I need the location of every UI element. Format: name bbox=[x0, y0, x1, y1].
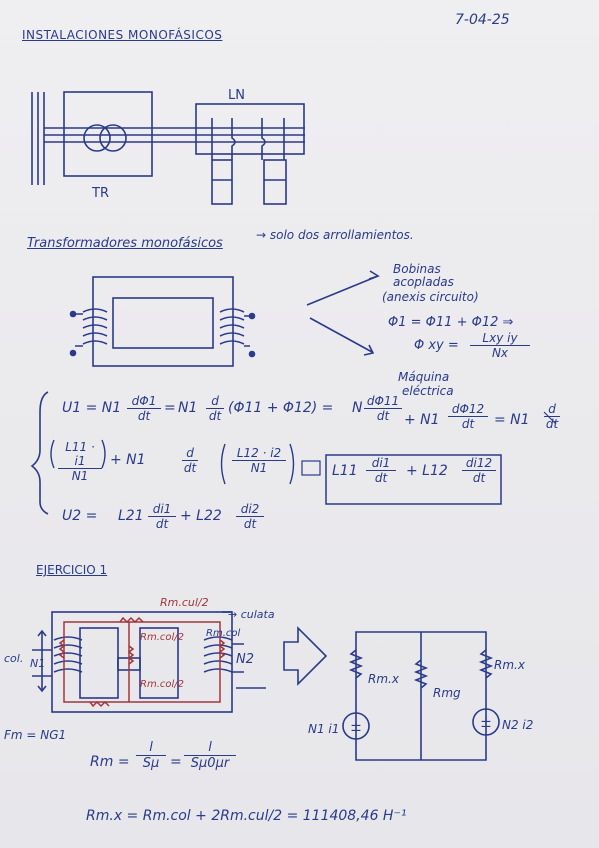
di2-frac: di2 dt bbox=[236, 502, 264, 531]
dphi12-den: dt bbox=[461, 417, 475, 431]
maquina-line-2: eléctrica bbox=[402, 384, 454, 398]
di12-frac: di12 dt bbox=[462, 456, 496, 485]
dphi11-frac: dΦ11 dt bbox=[364, 394, 402, 423]
di12-den: dt bbox=[472, 471, 486, 485]
n-coef: N bbox=[352, 400, 363, 416]
rm-frac-1-num: l bbox=[136, 740, 166, 756]
n1-coil-label: N1 bbox=[30, 657, 46, 670]
date: 7-04-25 bbox=[455, 12, 510, 28]
plus-n1-term: + N1 bbox=[404, 412, 440, 428]
dt-den-1: dt bbox=[208, 409, 222, 423]
rm-formula-eq: = bbox=[170, 754, 182, 770]
rmx-final-equation: Rm.x = Rm.col + 2Rm.cul/2 = 111408,46 H⁻… bbox=[86, 808, 407, 824]
dt-den-2: dt bbox=[183, 461, 197, 475]
di1-num: di1 bbox=[366, 456, 396, 471]
d-dt-frac-end: d dt bbox=[544, 402, 560, 431]
col-label: col. bbox=[4, 652, 24, 665]
eq-n1-end: = N1 bbox=[494, 412, 530, 428]
circuit-source-right: N2 i2 bbox=[502, 718, 534, 732]
dphi11-den: dt bbox=[376, 409, 390, 423]
maquina-line-1: Máquina bbox=[398, 370, 450, 384]
dphi12-num: dΦ12 bbox=[448, 402, 488, 417]
paren-phi-sum: (Φ11 + Φ12) = bbox=[228, 400, 334, 416]
l11i1-den: N1 bbox=[71, 469, 89, 483]
flux-den: Nx bbox=[491, 346, 509, 360]
rm-col-2-label-a: Rm.col/2 bbox=[140, 632, 184, 643]
bobinas-line-1: Bobinas bbox=[393, 262, 441, 276]
circuit-rmg: Rmg bbox=[433, 686, 461, 700]
circuit-source-left: N1 i1 bbox=[308, 722, 340, 736]
rm-frac-1: l Sμ bbox=[136, 740, 166, 771]
di12-num: di12 bbox=[462, 456, 496, 471]
bobinas-line-2: acopladas bbox=[393, 275, 454, 289]
l11i1-frac: L11 · i1 N1 bbox=[58, 440, 102, 483]
rm-frac-2: l Sμ0μr bbox=[184, 740, 236, 771]
rm-frac-2-den: Sμ0μr bbox=[190, 756, 230, 771]
eq-sign-1: = bbox=[164, 400, 176, 416]
di1b-den: dt bbox=[155, 517, 169, 531]
bobinas-line-3: (anexis circuito) bbox=[382, 290, 479, 304]
rm-col-label: Rm.col bbox=[206, 628, 241, 639]
source-left-plusminus: ± bbox=[350, 719, 362, 735]
rm-frac-2-num: l bbox=[184, 740, 236, 756]
di2-den: dt bbox=[243, 517, 257, 531]
flux-equation-1: Φ1 = Φ11 + Φ12 ⇒ bbox=[388, 315, 514, 330]
dphi1-den: dt bbox=[137, 409, 151, 423]
dphi11-num: dΦ11 bbox=[364, 394, 402, 409]
exercise-title: EJERCICIO 1 bbox=[36, 563, 108, 577]
culata-label: → culata bbox=[228, 608, 275, 621]
rm-frac-1-den: Sμ bbox=[142, 756, 160, 771]
d-dt-frac-2: d dt bbox=[182, 446, 198, 475]
tr-label: TR bbox=[92, 186, 109, 201]
page-title: INSTALACIONES MONOFÁSICOS bbox=[22, 28, 223, 42]
section-transformers-title: Transformadores monofásicos bbox=[27, 236, 223, 251]
flux-equation-2-left: Φ xy = bbox=[414, 338, 459, 353]
di1-frac: di1 dt bbox=[366, 456, 396, 485]
l21-term: L21 bbox=[118, 508, 144, 524]
di2-num: di2 bbox=[236, 502, 264, 517]
di1-den: dt bbox=[374, 471, 388, 485]
rm-formula-lhs: Rm = bbox=[90, 754, 130, 770]
di1b-num: di1 bbox=[148, 502, 176, 517]
circuit-rmx-left: Rm.x bbox=[368, 672, 399, 686]
source-right-plusminus: ± bbox=[480, 715, 492, 731]
rm-culata-label: Rm.cul/2 bbox=[160, 596, 209, 609]
ln-label: LN bbox=[228, 88, 245, 103]
l11i1-num: L11 · i1 bbox=[58, 440, 102, 469]
boxed-l11: L11 bbox=[332, 463, 358, 479]
plus-n1-d: + N1 bbox=[110, 452, 146, 468]
dphi1-num: dΦ1 bbox=[127, 394, 161, 409]
boxed-plus-l12: + L12 bbox=[406, 463, 448, 479]
u1-lhs: U1 = N1 bbox=[62, 400, 122, 416]
n2-coil-label: N2 bbox=[236, 652, 254, 667]
d-num-end: d bbox=[544, 402, 560, 417]
dt-den-end: dt bbox=[545, 417, 559, 431]
dphi12-frac: dΦ12 dt bbox=[448, 402, 488, 431]
plus-l22-term: + L22 bbox=[180, 508, 222, 524]
dphi1-frac: dΦ1 dt bbox=[127, 394, 161, 423]
l12i2-frac: L12 · i2 N1 bbox=[232, 446, 286, 475]
di1b-frac: di1 dt bbox=[148, 502, 176, 531]
flux-equation-2-fraction: Lxy iy Nx bbox=[470, 331, 530, 360]
flux-num: Lxy iy bbox=[470, 331, 530, 346]
d-num-1: d bbox=[206, 394, 224, 409]
rm-col-2-label-b: Rm.col/2 bbox=[140, 679, 184, 690]
d-num-2: d bbox=[182, 446, 198, 461]
section-transformers-note: → solo dos arrollamientos. bbox=[256, 228, 414, 242]
n1-coef: N1 bbox=[178, 400, 198, 416]
l12i2-num: L12 · i2 bbox=[232, 446, 286, 461]
l12i2-den: N1 bbox=[250, 461, 268, 475]
fm-label: Fm = NG1 bbox=[4, 728, 67, 742]
circuit-rmx-right: Rm.x bbox=[494, 658, 525, 672]
u2-lhs: U2 = bbox=[62, 508, 98, 524]
d-dt-frac-1: d dt bbox=[206, 394, 224, 423]
